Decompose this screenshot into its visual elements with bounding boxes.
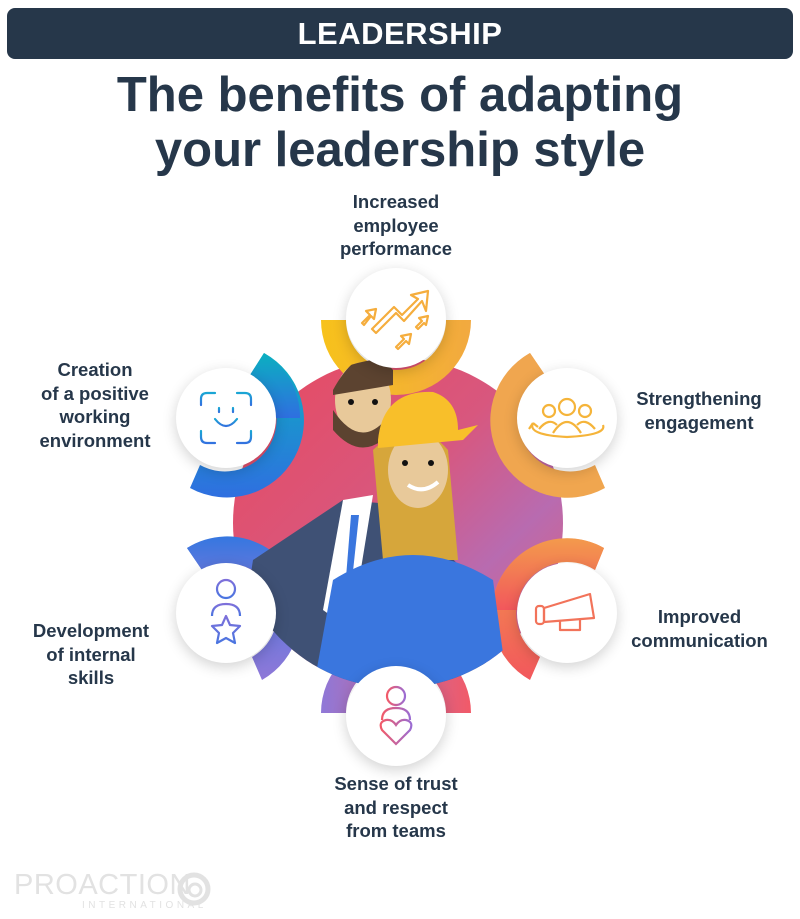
team-cycle-icon: [528, 397, 605, 439]
rising-arrows-icon: [360, 289, 430, 351]
page-title: The benefits of adapting your leadership…: [0, 68, 800, 178]
person-heart-icon: [379, 685, 413, 746]
logo-sub: INTERNATIONAL: [82, 900, 207, 911]
bubble-communication: [517, 563, 617, 663]
title-line-1: The benefits of adapting: [116, 68, 684, 122]
category-banner: LEADERSHIP: [7, 8, 793, 59]
bubble-skills: [176, 563, 276, 663]
proaction-logo: PROACTION INTERNATIONAL: [14, 869, 203, 911]
category-label: LEADERSHIP: [297, 15, 503, 51]
bubble-performance: [346, 268, 446, 368]
logo-swirl-icon: [177, 872, 211, 906]
title-line-2: your leadership style: [154, 123, 646, 177]
smiley-face-scan-icon: [199, 391, 253, 445]
leaders-illustration: [233, 358, 508, 688]
person-star-icon: [210, 578, 242, 645]
bubble-engagement: [517, 368, 617, 468]
bubble-environment: [176, 368, 276, 468]
logo-name: PROACTION: [14, 869, 191, 901]
bubble-trust: [346, 666, 446, 766]
megaphone-icon: [534, 592, 596, 632]
